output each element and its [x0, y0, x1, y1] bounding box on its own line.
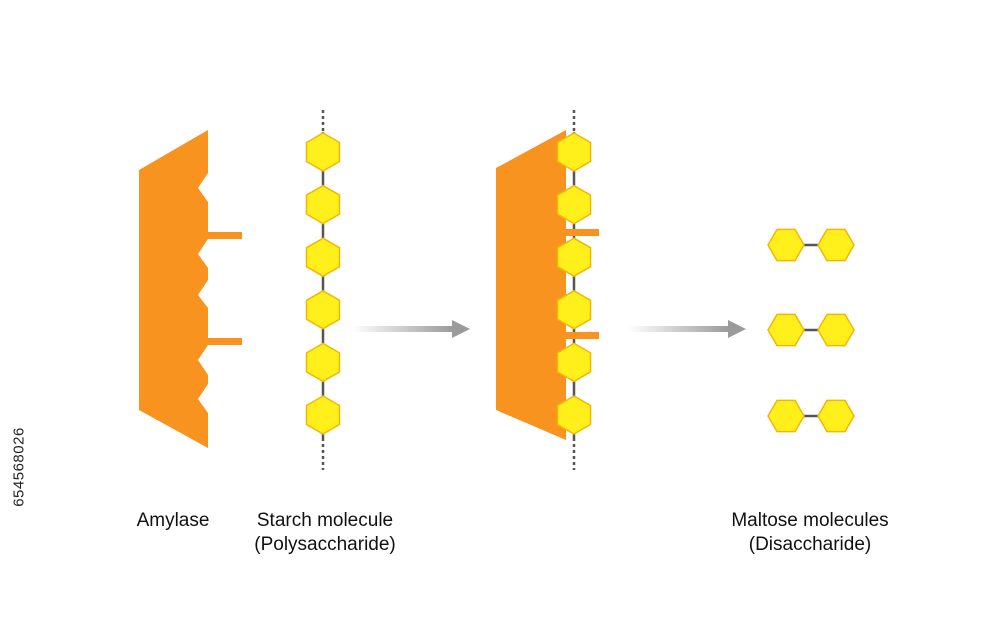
maltose-molecule: [767, 399, 855, 433]
glucose-unit: [767, 313, 805, 347]
glucose-unit: [305, 289, 341, 330]
glucose-unit: [305, 184, 341, 225]
maltose-molecule: [767, 228, 855, 262]
reaction-arrow-1: [352, 320, 470, 338]
starch-molecule: [305, 110, 341, 470]
glucose-unit: [767, 399, 805, 433]
glucose-unit: [305, 342, 341, 383]
maltose-label-line2: (Disaccharide): [748, 534, 872, 555]
starch-label: Starch molecule (Polysaccharide): [225, 509, 425, 557]
enzyme-substrate-complex: [496, 110, 599, 470]
glucose-unit: [556, 342, 592, 383]
stock-id-value: 654568026: [10, 427, 28, 507]
amylase-label: Amylase: [136, 510, 210, 531]
maltose-molecule: [767, 313, 855, 347]
glucose-unit: [305, 132, 341, 172]
glucose-unit: [556, 132, 592, 172]
glucose-unit: [817, 313, 855, 347]
starch-label-line2: (Polysaccharide): [254, 534, 396, 555]
starch-label-line1: Starch molecule: [256, 510, 394, 531]
glucose-unit: [767, 228, 805, 262]
stock-id-text: 654568026: [6, 392, 32, 542]
glucose-unit: [556, 395, 592, 435]
glucose-unit: [556, 237, 592, 278]
glucose-unit: [556, 184, 592, 225]
maltose-label-line1: Maltose molecules: [731, 510, 889, 531]
glucose-unit: [817, 228, 855, 262]
glucose-unit: [556, 289, 592, 330]
glucose-unit: [817, 399, 855, 433]
maltose-molecules: [767, 228, 855, 433]
amylase-enzyme: [139, 130, 242, 448]
glucose-unit: [305, 237, 341, 278]
reaction-arrow-2: [628, 320, 746, 338]
glucose-unit: [305, 395, 341, 435]
maltose-label: Maltose molecules (Disaccharide): [700, 509, 920, 557]
